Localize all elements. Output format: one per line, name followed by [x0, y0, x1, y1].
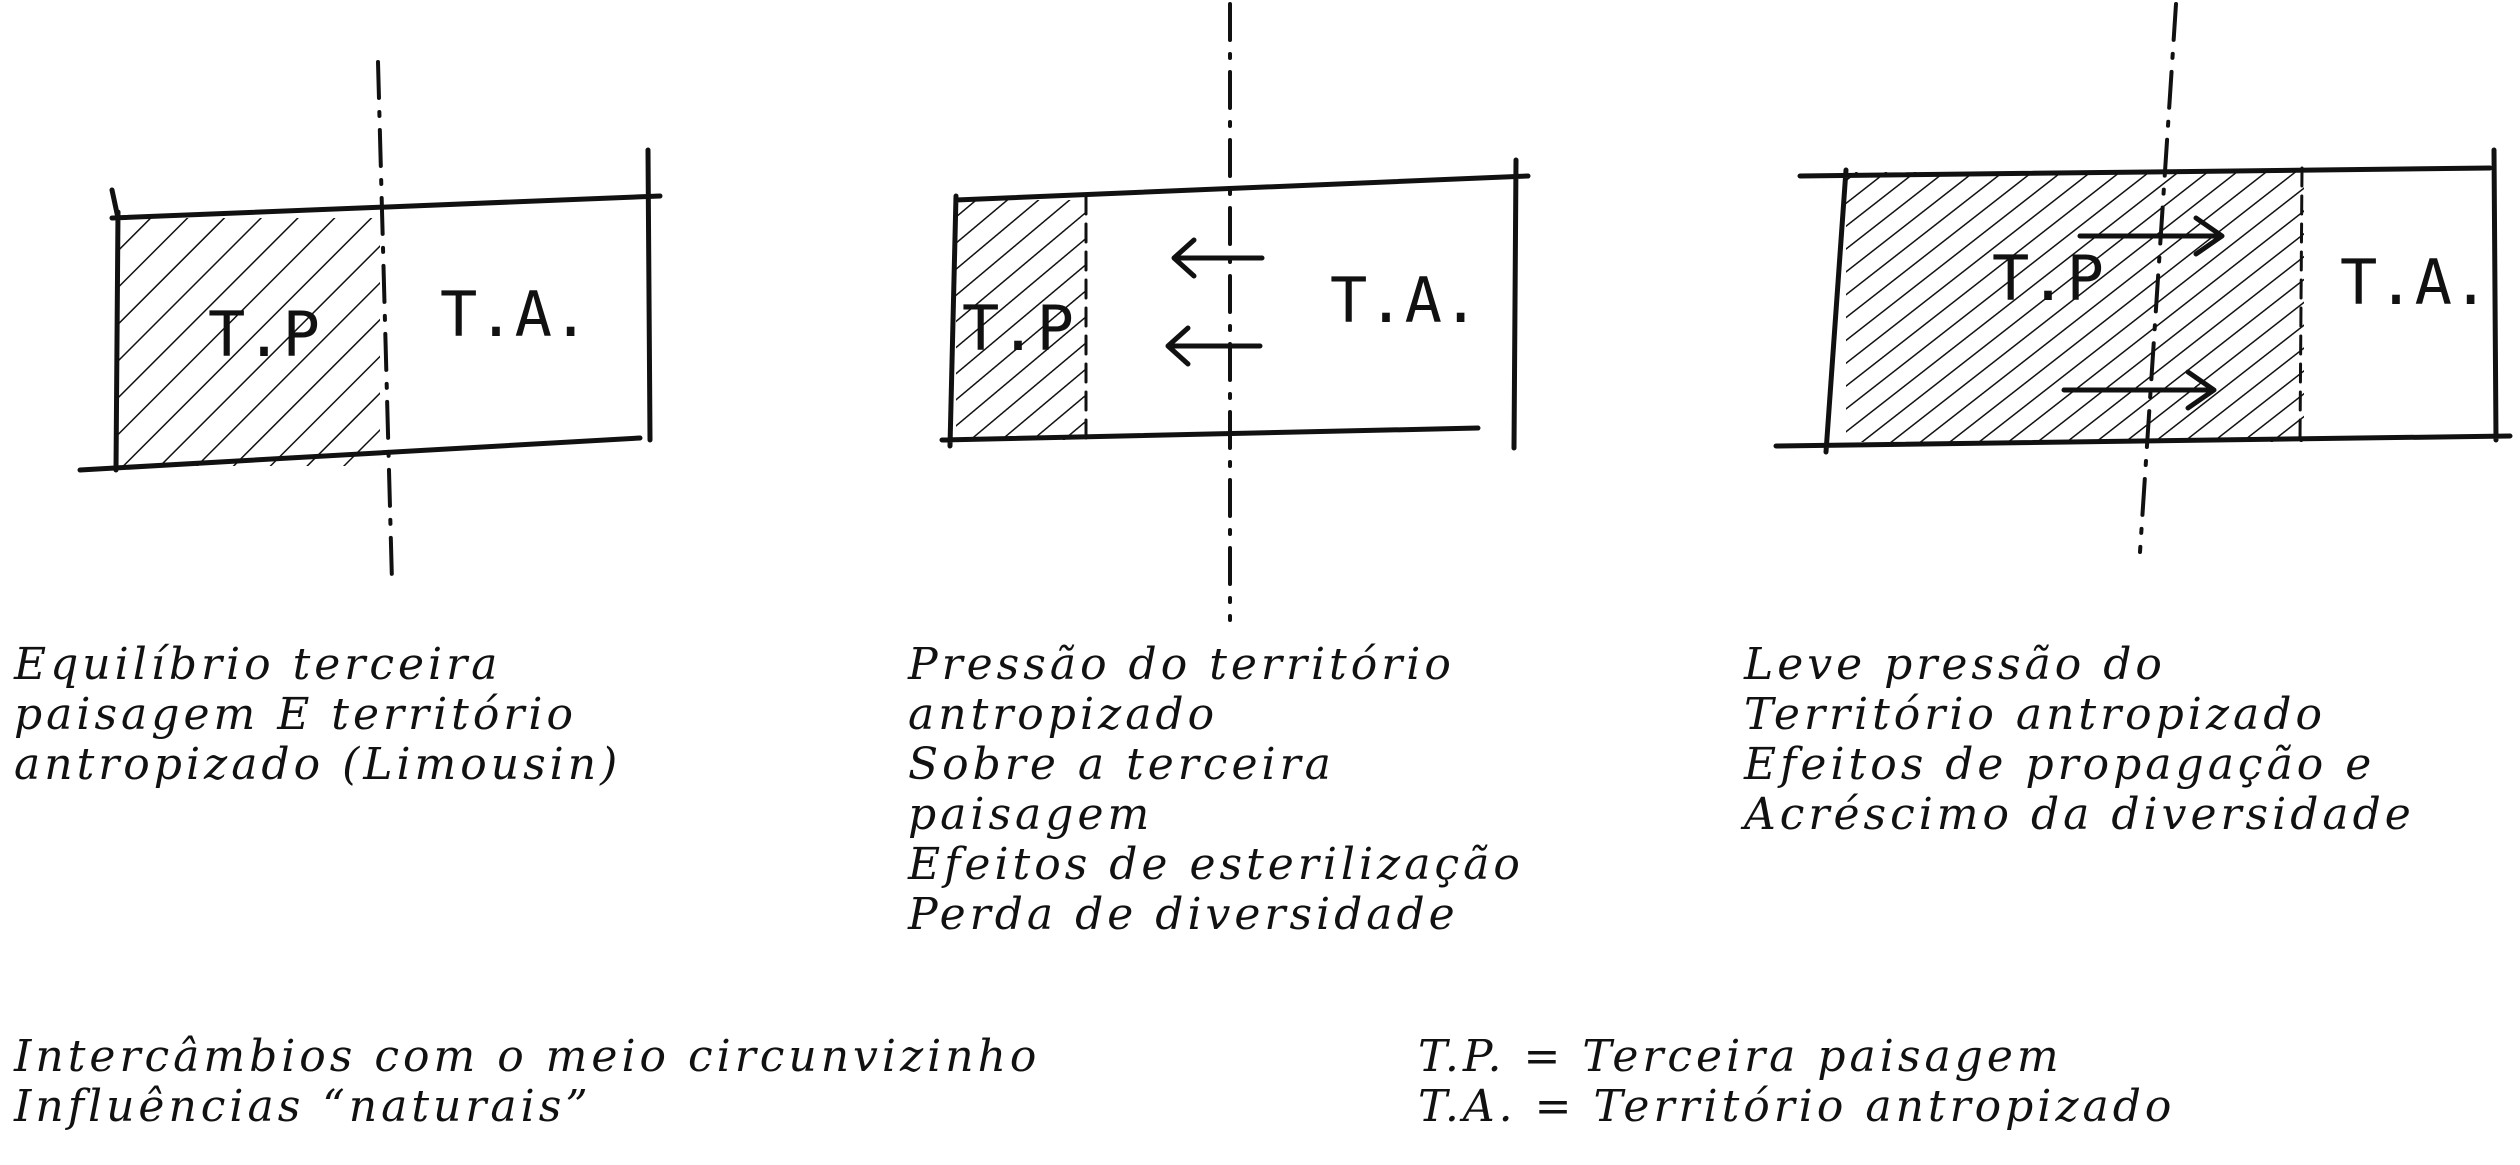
panel-2-ta-label: T.A.	[1330, 264, 1479, 337]
panel-2-tp-hatched-area	[956, 200, 1086, 440]
caption-line: Território antropizado	[1744, 689, 2326, 740]
panel-1-ta-label: T.A.	[440, 278, 589, 351]
caption-line: Acréscimo da diversidade	[1744, 789, 2415, 840]
panel-1-diagram: T.P T.A.	[77, 60, 663, 584]
caption-line: Efeitos de propagação e	[1744, 739, 2376, 790]
panel-3-propagation-arrows	[2061, 215, 2225, 411]
panel-2-box-outline	[939, 157, 1531, 451]
panel-1-box-outline	[77, 147, 663, 473]
panel-2-diagram: T.P T.A.	[939, 2, 1531, 622]
panel-2-caption: Pressão do território antropizado Sobre …	[908, 640, 1524, 940]
caption-line: Perda de diversidade	[908, 889, 1459, 940]
caption-line: antropizado (Limousin)	[14, 739, 622, 790]
panel-1-caption: Equilíbrio terceira paisagem E territóri…	[14, 640, 621, 790]
panel-1-tp-hatched-area	[118, 218, 380, 466]
panel-3-tp-label: T.P	[1992, 242, 2104, 315]
caption-line: antropizado	[908, 689, 1219, 740]
footer-left-note: Intercâmbios com o meio circunvizinho In…	[14, 1032, 1040, 1132]
panel-3-ta-label: T.A.	[2340, 246, 2489, 319]
panel-3-divider-line	[2138, 2, 2178, 554]
panel-2-tp-label: T.P	[962, 292, 1074, 365]
caption-line: Sobre a terceira	[908, 739, 1335, 790]
panel-3-tp-edge	[2298, 166, 2304, 442]
legend-ta-definition: T.A. = Território antropizado	[1418, 1081, 2176, 1132]
footer-line: Influências “naturais”	[14, 1081, 592, 1132]
panel-3-tp-hatched-area	[1846, 172, 2304, 442]
panel-3-diagram: T.P T.A.	[1773, 2, 2513, 554]
panel-2-pressure-arrows	[1165, 237, 1265, 367]
caption-line: Efeitos de esterilização	[908, 839, 1524, 890]
legend-tp-definition: T.P. = Terceira paisagem	[1418, 1031, 2063, 1082]
caption-line: Leve pressão do	[1744, 639, 2166, 690]
panel-3-box-outline	[1773, 147, 2513, 455]
caption-line: Pressão do território	[908, 639, 1455, 690]
legend: T.P. = Terceira paisagem T.A. = Territór…	[1418, 1032, 2175, 1132]
panel-3-caption: Leve pressão do Território antropizado E…	[1744, 640, 2415, 840]
caption-line: paisagem E território	[14, 689, 577, 740]
panel-1-divider-line	[376, 60, 394, 584]
footer-line: Intercâmbios com o meio circunvizinho	[14, 1031, 1041, 1082]
panel-1-tp-label: T.P	[208, 298, 320, 371]
caption-line: Equilíbrio terceira	[14, 639, 502, 690]
caption-line: paisagem	[908, 789, 1154, 840]
